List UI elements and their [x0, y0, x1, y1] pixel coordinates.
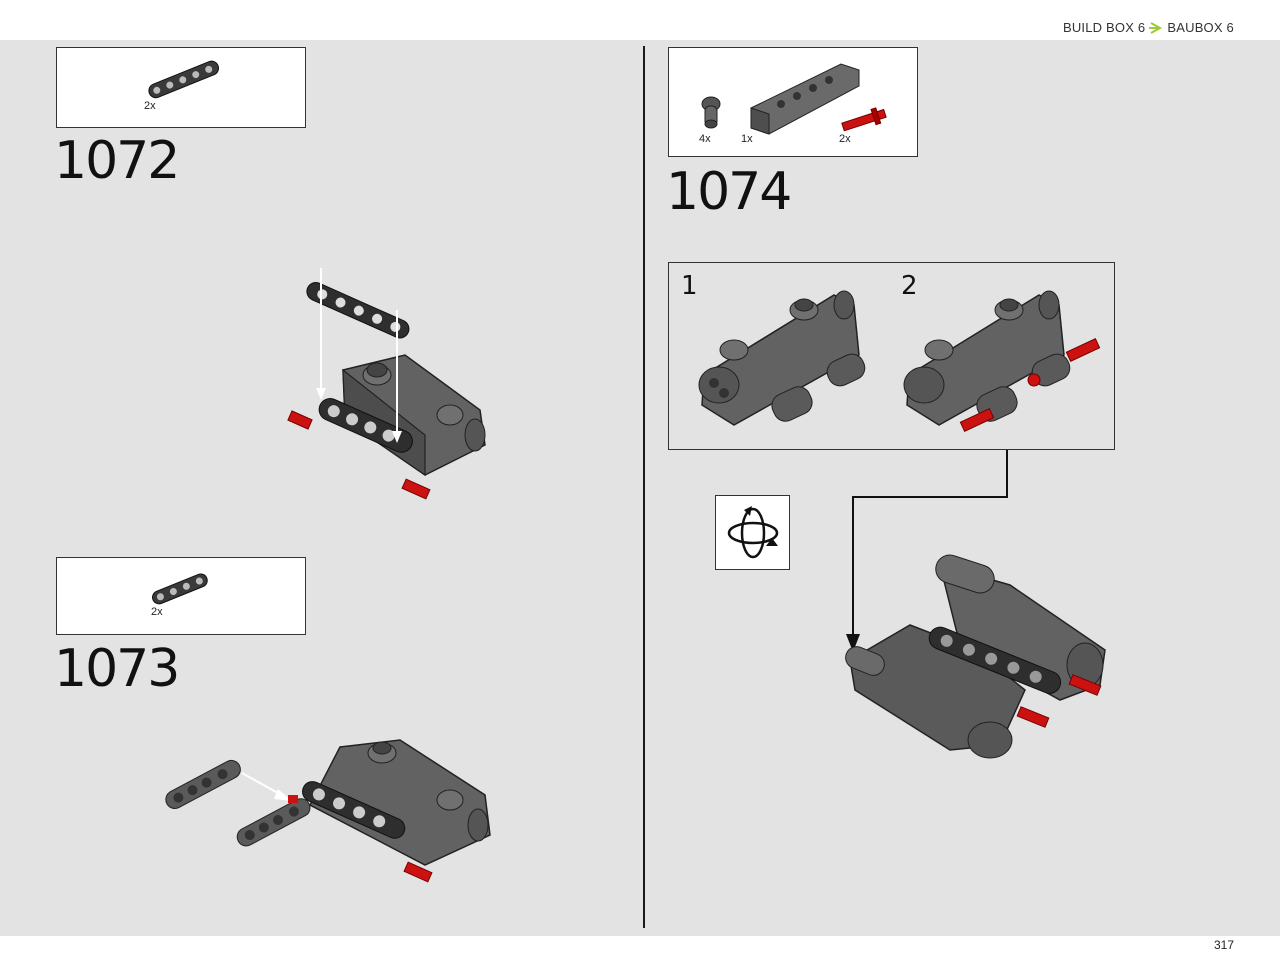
page-header: BUILD BOX 6 BAUBOX 6	[0, 0, 1280, 40]
beam-icon	[148, 60, 220, 99]
parts-list-1074: 4x 1x 2x	[668, 47, 918, 157]
page-footer	[0, 936, 1280, 974]
step-number-1072: 1072	[54, 131, 180, 191]
breadcrumb-baubox: BAUBOX 6	[1167, 20, 1234, 35]
panel-icon	[750, 63, 860, 135]
model-assembly-1074	[845, 554, 1106, 759]
parts-list-1073: 2x	[56, 557, 306, 635]
column-divider	[643, 46, 645, 928]
part-quantity: 4x	[699, 133, 711, 145]
part-quantity: 2x	[151, 606, 163, 618]
part-quantity: 2x	[839, 133, 851, 145]
substep-panel: 1 2	[668, 262, 1115, 450]
model-assembly-1073	[165, 739, 491, 883]
step-number-1074: 1074	[666, 162, 792, 222]
step-number-1073: 1073	[54, 639, 180, 699]
breadcrumb-build-box: BUILD BOX 6	[1062, 20, 1146, 35]
chevron-right-icon	[1149, 21, 1163, 34]
model-assembly-1072	[287, 268, 486, 500]
substep-number-1: 1	[681, 271, 698, 301]
substep-number-2: 2	[901, 271, 918, 301]
connector-icon	[701, 96, 721, 129]
callout-arrow	[846, 450, 1008, 652]
substep-1-assembly	[698, 290, 866, 426]
rotate-model-indicator	[715, 495, 790, 570]
part-quantity: 1x	[741, 133, 753, 145]
rotate-icon	[727, 506, 779, 559]
substep-2-assembly	[903, 290, 1101, 432]
page-number: 317	[1213, 938, 1234, 952]
part-quantity: 2x	[144, 100, 156, 112]
parts-list-1072: 2x	[56, 47, 306, 128]
breadcrumb: BUILD BOX 6 BAUBOX 6	[1063, 20, 1234, 35]
short-beam-icon	[152, 573, 208, 605]
axle-pin-icon	[841, 107, 887, 132]
